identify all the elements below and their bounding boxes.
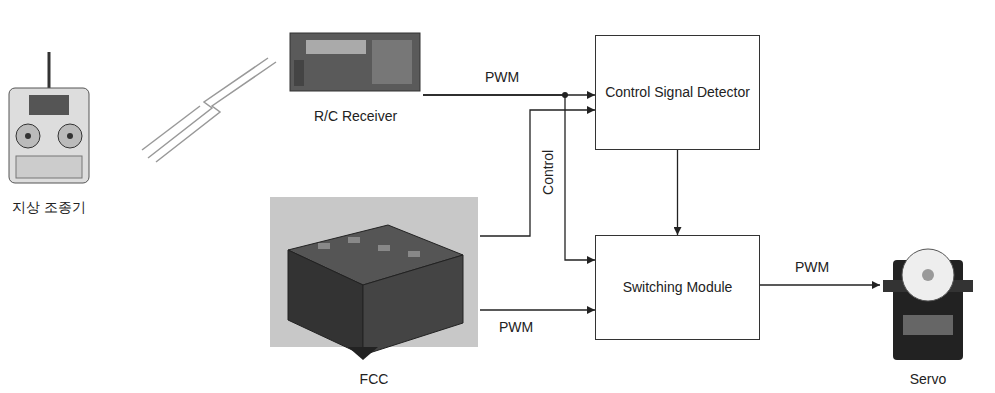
fcc-picture: FCC: [268, 195, 480, 388]
signal-label: PWM: [497, 319, 535, 336]
signal-label: PWM: [483, 69, 521, 86]
signal-label: Control: [540, 147, 557, 196]
signal-connector: [480, 110, 595, 236]
transmitter-picture: 지상 조종기: [4, 48, 94, 216]
device-illustration: [4, 48, 94, 192]
box-label: Switching Module: [623, 279, 733, 297]
signal-label: PWM: [793, 259, 831, 276]
device-label: R/C Receiver: [288, 108, 423, 126]
device-label: Servo: [878, 371, 978, 389]
device-label: FCC: [268, 371, 480, 389]
box-label: Control Signal Detector: [605, 84, 750, 102]
signal-connector: [760, 285, 880, 286]
signal-connector: [480, 310, 595, 311]
receiver-picture: R/C Receiver: [288, 30, 423, 125]
process-box: Control Signal Detector: [595, 35, 760, 150]
signal-connector: [677, 150, 678, 235]
device-label: 지상 조종기: [4, 199, 94, 217]
device-illustration: [288, 30, 423, 99]
servo-picture: Servo: [878, 240, 978, 388]
process-box: Switching Module: [595, 235, 760, 340]
device-illustration: [268, 195, 480, 364]
device-illustration: [878, 240, 978, 369]
